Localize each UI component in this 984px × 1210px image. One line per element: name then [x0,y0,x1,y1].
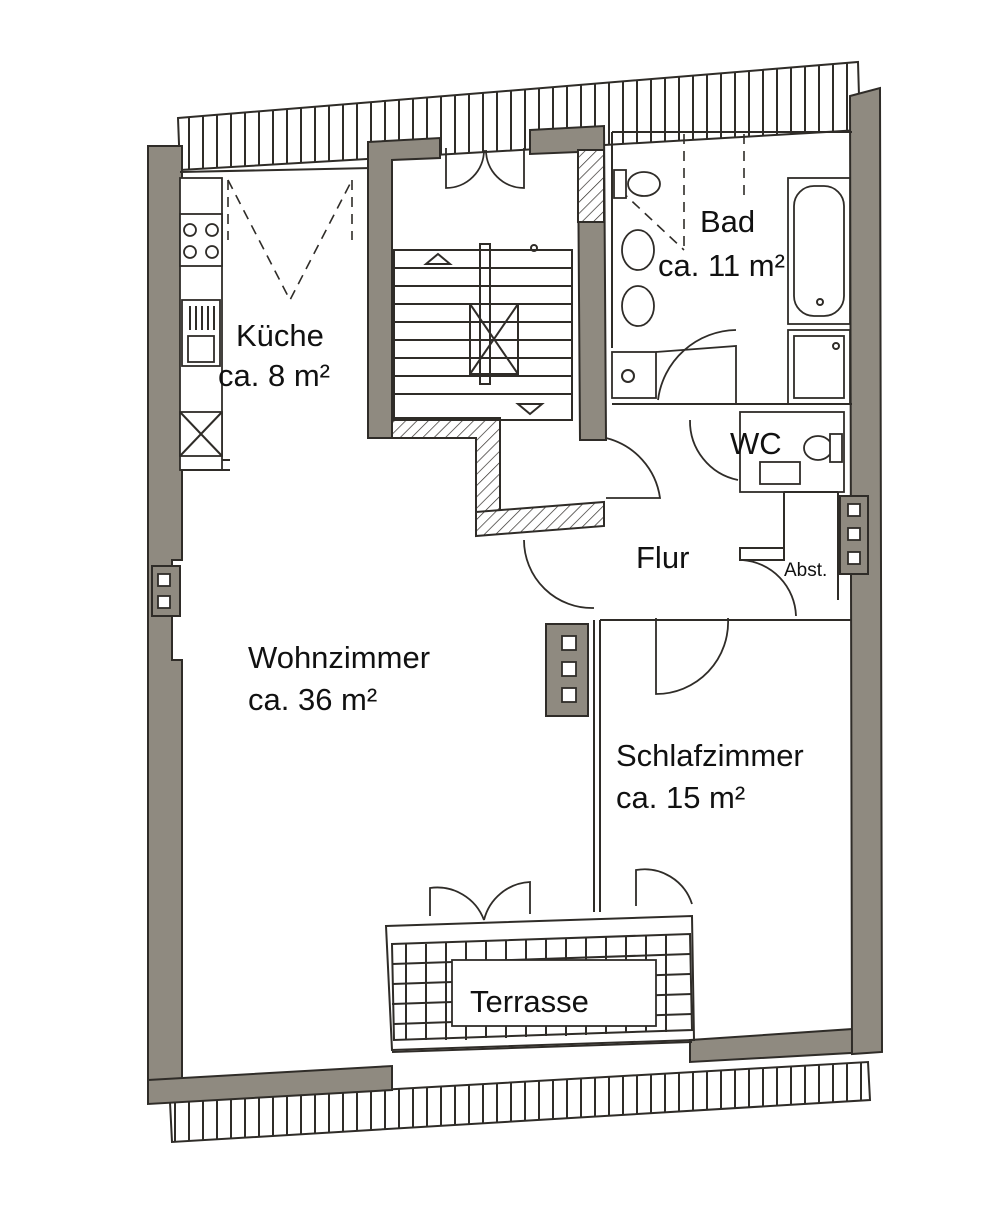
staircase [393,243,573,421]
partition-wall [593,619,728,912]
roof-edge-top [176,60,862,172]
hall-doors [523,437,852,695]
kitchen-name: Küche [236,318,324,353]
kitchen-area: ca. 8 m² [218,358,330,393]
hall-name: Flur [636,540,690,575]
outer-walls [147,86,884,1106]
kitchen-window-opening [227,179,353,302]
bedroom-name: Schlafzimmer [616,738,804,773]
bath-name: Bad [700,204,756,239]
stairwell-top-doors [445,148,525,189]
wc-name: WC [730,426,782,461]
bath-area: ca. 11 m² [658,248,785,283]
stairwell-walls [367,124,608,538]
roof-edge-bottom [168,1060,872,1144]
living-name: Wohnzimmer [248,640,431,675]
living-area: ca. 36 m² [248,682,378,717]
bath-fixtures [611,132,852,405]
storage-name: Abst. [784,560,828,581]
wc-fixtures [689,411,845,493]
terrace-floor [384,868,696,1053]
chimneys [151,495,869,717]
terrace-name: Terrasse [470,984,589,1019]
kitchen-counter [179,177,230,471]
bedroom-area: ca. 15 m² [616,780,746,815]
